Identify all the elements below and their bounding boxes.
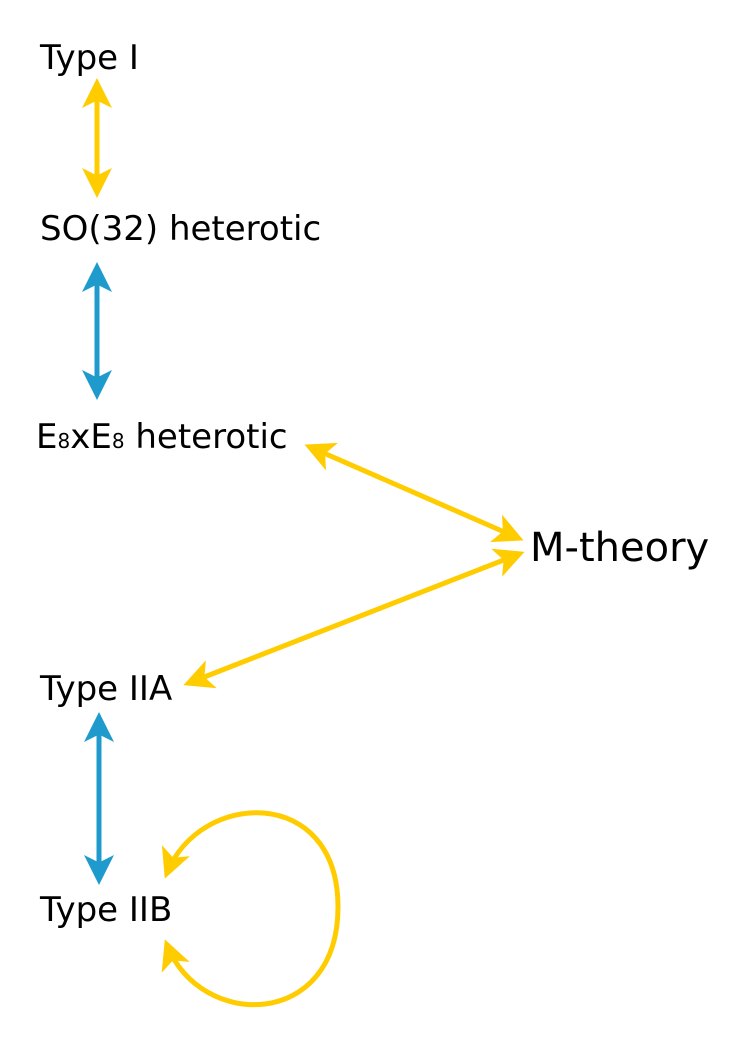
e8-letter-2: E [90, 417, 111, 457]
e8-subscript-2: 8 [112, 429, 125, 453]
node-e8xe8-heterotic: E8xE8 heterotic [36, 417, 288, 457]
node-so32-heterotic: SO(32) heterotic [40, 209, 321, 249]
e8-letter-1: E [36, 417, 57, 457]
node-type-iib: Type IIB [39, 890, 172, 930]
edge-iib-self-loop [161, 810, 341, 1008]
edge-m-theory-iia [183, 548, 525, 689]
node-type-iia: Type IIA [39, 669, 172, 709]
node-m-theory: M-theory [530, 525, 709, 571]
edge-e8-m-theory [304, 442, 524, 543]
e8-subscript-1: 8 [57, 429, 70, 453]
node-type-i: Type I [39, 38, 139, 78]
e8-times: x [70, 417, 90, 457]
e8-heterotic-word: heterotic [125, 417, 288, 457]
